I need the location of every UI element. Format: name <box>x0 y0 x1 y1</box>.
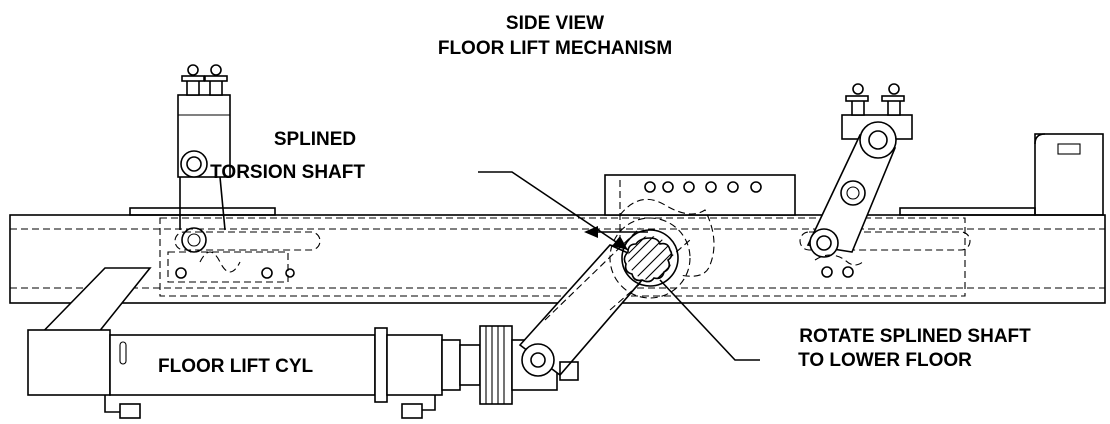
rotate-shaft-callout: ROTATE SPLINED SHAFT TO LOWER FLOOR <box>659 279 1031 371</box>
diagram-title: SIDE VIEW FLOOR LIFT MECHANISM <box>438 13 672 59</box>
rotate-label-line-2: TO LOWER FLOOR <box>798 350 972 371</box>
slotted-plate <box>159 217 971 297</box>
right-bracket <box>806 83 913 278</box>
splined-shaft-callout: SPLINED TORSION SHAFT <box>210 129 648 251</box>
cylinder-label: FLOOR LIFT CYL <box>158 356 314 377</box>
rotate-label-line-1: ROTATE SPLINED SHAFT <box>799 326 1031 347</box>
center-bracket <box>604 174 796 277</box>
title-line-1: SIDE VIEW <box>506 13 604 34</box>
title-line-2: FLOOR LIFT MECHANISM <box>438 38 672 59</box>
floor-lift-cylinder: FLOOR LIFT CYL <box>27 325 558 419</box>
splined-shaft <box>609 217 691 299</box>
splined-label-line-2: TORSION SHAFT <box>210 162 365 183</box>
splined-label-line-1: SPLINED <box>274 129 356 150</box>
left-bracket <box>175 64 295 279</box>
